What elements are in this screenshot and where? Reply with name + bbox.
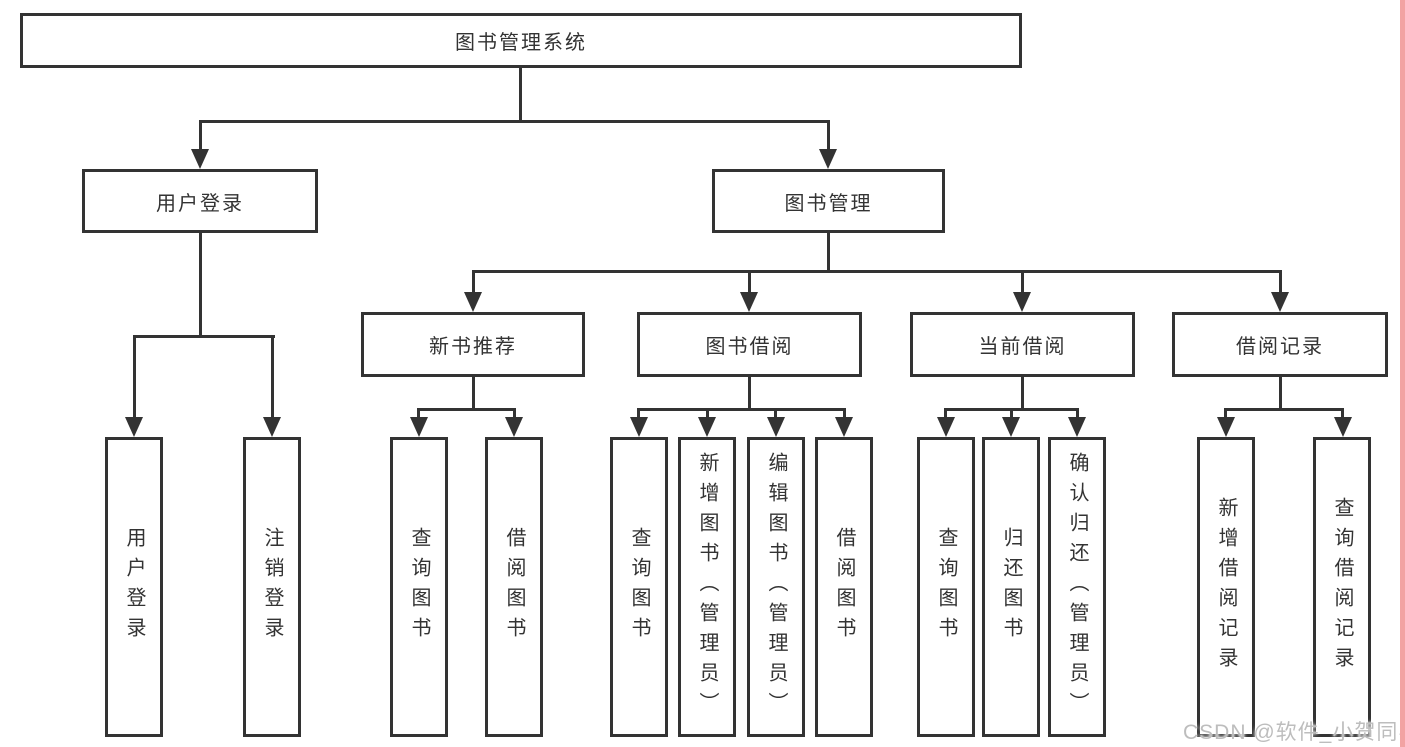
connector-line [417,408,516,411]
arrowhead-icon [410,417,428,437]
node-label: 借阅图书 [833,527,855,647]
node-label: 确认归还（管理员） [1066,452,1088,722]
node-label: 查询借阅记录 [1331,497,1353,677]
connector-line [199,120,830,123]
node-label: 编辑图书（管理员） [765,452,787,722]
node-query-books-recommend: 查询图书 [390,437,448,737]
node-label: 查询图书 [935,527,957,647]
connector-line [417,408,420,420]
connector-line [1076,408,1079,420]
connector-line [1341,408,1344,420]
connector-line [637,408,846,411]
node-book-borrow: 图书借阅 [637,312,862,377]
arrowhead-icon [767,417,785,437]
connector-line [843,408,846,420]
arrowhead-icon [505,417,523,437]
node-label: 借阅记录 [1236,336,1324,358]
node-add-borrow-record: 新增借阅记录 [1197,437,1255,737]
arrowhead-icon [1013,292,1031,312]
node-logout: 注销登录 [243,437,301,737]
arrowhead-icon [263,417,281,437]
arrowhead-icon [1068,417,1086,437]
connector-line [519,68,522,120]
node-label: 新增借阅记录 [1215,497,1237,677]
connector-line [472,270,475,294]
connector-line [1021,270,1024,294]
node-label: 查询图书 [628,527,650,647]
arrowhead-icon [937,417,955,437]
node-label: 图书管理系统 [455,32,587,54]
connector-line [748,270,751,294]
node-add-book-admin: 新增图书（管理员） [678,437,736,737]
connector-line [199,120,202,152]
connector-line [472,377,475,411]
connector-line [1010,408,1013,420]
node-label: 借阅图书 [503,527,525,647]
connector-line [944,408,947,420]
connector-line [513,408,516,420]
node-borrow-books-recommend: 借阅图书 [485,437,543,737]
node-new-book-recommend: 新书推荐 [361,312,585,377]
connector-line [1224,408,1227,420]
node-label: 新增图书（管理员） [696,452,718,722]
connector-line [827,233,830,273]
connector-line [133,335,136,420]
arrowhead-icon [464,292,482,312]
node-return-book: 归还图书 [982,437,1040,737]
node-book-management: 图书管理 [712,169,945,233]
connector-line [748,377,751,411]
connector-line [271,335,274,420]
arrowhead-icon [125,417,143,437]
node-label: 图书借阅 [705,336,794,358]
node-label: 归还图书 [1000,527,1022,647]
node-borrow-records: 借阅记录 [1172,312,1388,377]
node-edit-book-admin: 编辑图书（管理员） [747,437,805,737]
node-label: 用户登录 [156,192,244,215]
connector-line [774,408,777,420]
node-label: 注销登录 [261,527,283,647]
arrowhead-icon [835,417,853,437]
connector-line [199,233,202,335]
node-library-system: 图书管理系统 [20,13,1022,68]
arrowhead-icon [819,149,837,169]
arrowhead-icon [1271,292,1289,312]
connector-line [1279,377,1282,411]
arrowhead-icon [1334,417,1352,437]
arrowhead-icon [630,417,648,437]
node-label: 图书管理 [784,192,873,215]
node-label: 当前借阅 [978,336,1067,358]
arrowhead-icon [1002,417,1020,437]
connector-line [827,120,830,152]
node-query-books-borrow: 查询图书 [610,437,668,737]
node-label: 用户登录 [123,527,145,647]
connector-line [637,408,640,420]
connector-line [1279,270,1282,294]
right-edge-strip [1400,0,1405,747]
node-query-borrow-record: 查询借阅记录 [1313,437,1371,737]
connector-line [1224,408,1344,411]
connector-line [706,408,709,420]
connector-line [472,270,1282,273]
arrowhead-icon [698,417,716,437]
node-query-books-current: 查询图书 [917,437,975,737]
node-label: 新书推荐 [429,336,517,358]
node-confirm-return-admin: 确认归还（管理员） [1048,437,1106,737]
arrowhead-icon [1217,417,1235,437]
node-borrow-books: 借阅图书 [815,437,873,737]
node-user-login: 用户登录 [82,169,318,233]
connector-line [133,335,275,338]
connector-line [1021,377,1024,411]
node-login: 用户登录 [105,437,163,737]
node-label: 查询图书 [408,527,430,647]
node-current-borrow: 当前借阅 [910,312,1135,377]
arrowhead-icon [740,292,758,312]
arrowhead-icon [191,149,209,169]
csdn-watermark: CSDN @软件_小贺同学 [1183,721,1405,744]
